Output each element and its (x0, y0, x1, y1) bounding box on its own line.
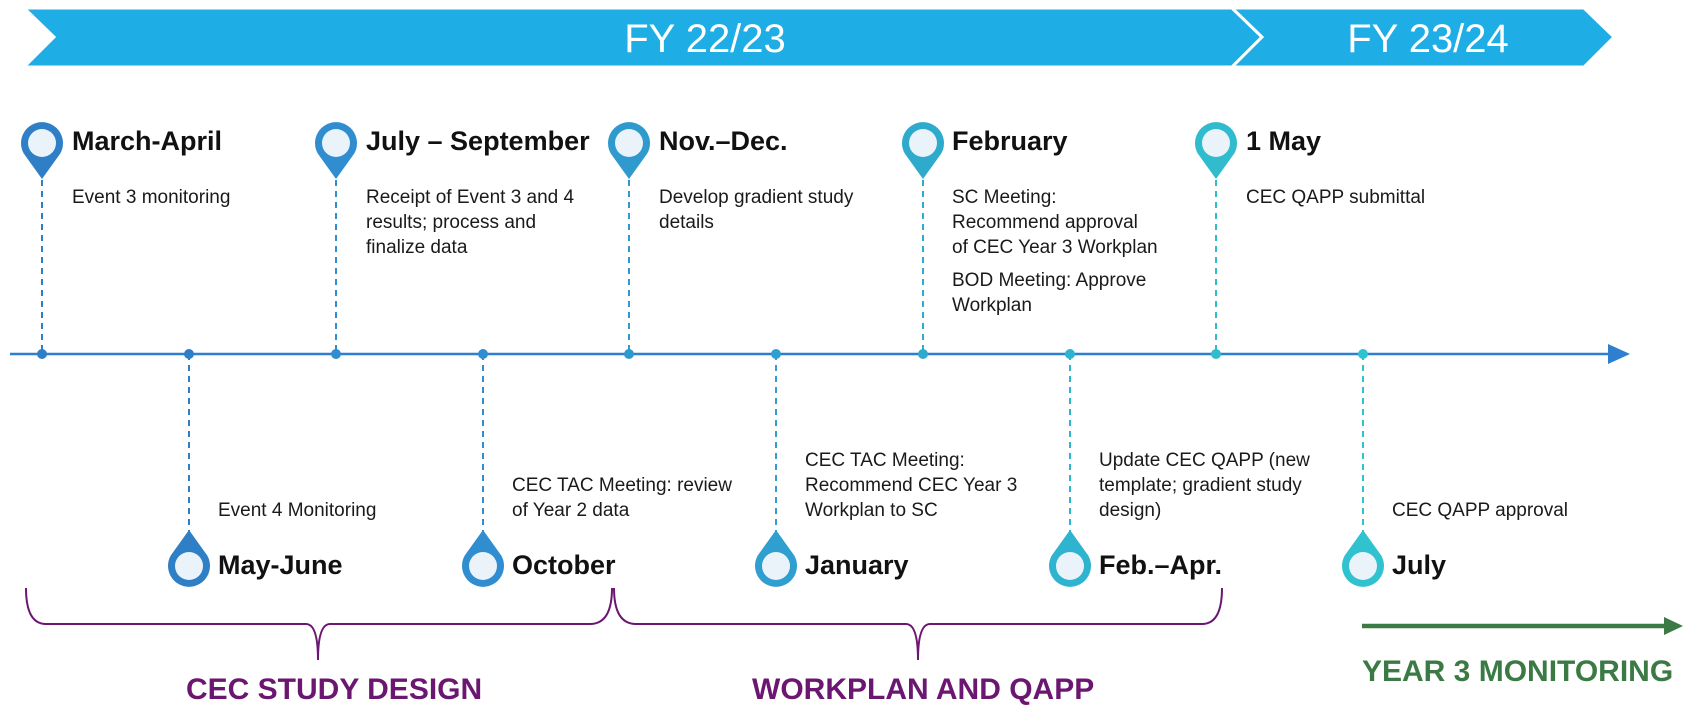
event-desc: CEC QAPP submittal (1246, 187, 1426, 208)
event-desc: Event 4 Monitoring (218, 500, 377, 521)
fy-banner-2 (1228, 6, 1617, 69)
fy-banner-2-label: FY 23/24 (1347, 17, 1509, 61)
event-title: January (805, 550, 909, 580)
pin-marker-icon (1049, 530, 1091, 587)
event-title: October (512, 550, 616, 580)
event-title: 1 May (1246, 126, 1322, 156)
event-title: July (1392, 550, 1447, 580)
pin-marker-icon (1195, 122, 1237, 179)
pin-marker-icon (21, 122, 64, 179)
event-desc: CEC QAPP approval (1392, 500, 1569, 521)
brace-cec-study-design (25, 587, 613, 661)
pin-marker-icon (608, 122, 650, 179)
event-title: Nov.–Dec. (659, 126, 788, 156)
axis-dot (1065, 349, 1075, 359)
brace-workplan-and-qapp (613, 587, 1223, 661)
event-title: July – September (366, 126, 590, 156)
pin-marker-icon (462, 530, 504, 587)
axis-dot (771, 349, 781, 359)
axis-dot (1358, 349, 1368, 359)
event-desc: SC Meeting: Recommend approval of CEC Ye… (952, 187, 1158, 258)
fy-banner-1-label: FY 22/23 (624, 17, 786, 61)
event-title: Feb.–Apr. (1099, 550, 1223, 580)
phase-label-workplan-and-qapp: WORKPLAN AND QAPP (752, 673, 1095, 706)
timeline-arrowhead (1608, 344, 1630, 364)
event-desc: Receipt of Event 3 and 4 results; proces… (366, 187, 575, 258)
pin-marker-icon (902, 122, 944, 179)
pin-marker-icon (754, 530, 798, 587)
axis-dot (1211, 349, 1221, 359)
event-desc: Update CEC QAPP (new template; gradient … (1099, 450, 1310, 521)
event-desc-secondary: BOD Meeting: Approve Workplan (952, 270, 1147, 316)
axis-dot (624, 349, 634, 359)
pin-marker-icon (315, 122, 358, 179)
event-desc: Event 3 monitoring (72, 187, 231, 208)
event-desc: CEC TAC Meeting: review of Year 2 data (512, 475, 732, 521)
pin-marker-icon (1342, 530, 1384, 587)
event-title: May-June (218, 550, 343, 580)
axis-dot (37, 349, 47, 359)
pin-marker-icon (168, 530, 210, 587)
axis-dot (918, 349, 928, 359)
event-title: February (952, 126, 1068, 156)
event-desc: CEC TAC Meeting: Recommend CEC Year 3 Wo… (805, 450, 1018, 521)
event-title: March-April (72, 126, 223, 156)
axis-dot (184, 349, 194, 359)
phase-label-cec-study-design: CEC STUDY DESIGN (186, 673, 483, 706)
axis-dot (331, 349, 341, 359)
year3-arrowhead (1664, 617, 1683, 635)
phase-label-year3-monitoring: YEAR 3 MONITORING (1362, 655, 1674, 688)
event-desc: Develop gradient study details (659, 187, 854, 233)
axis-dot (478, 349, 488, 359)
